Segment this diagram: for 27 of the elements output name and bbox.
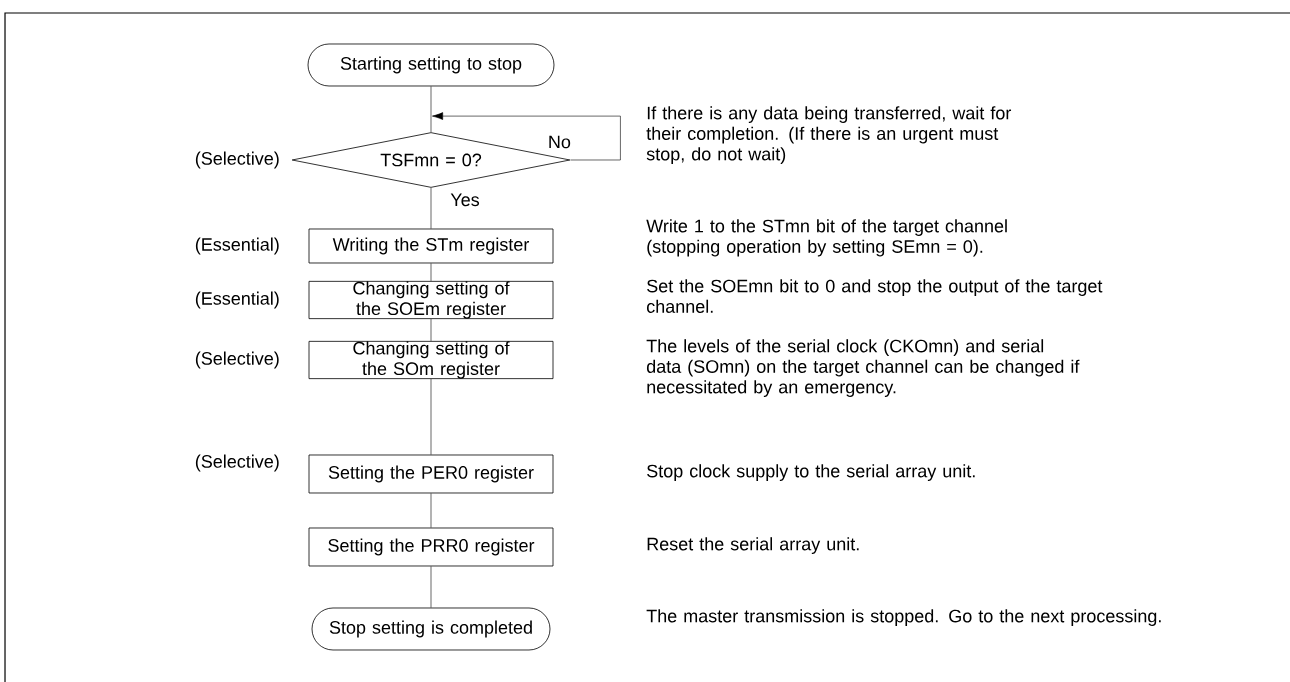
edge-label: No <box>546 134 572 150</box>
step-tag: (Selective) <box>195 151 279 169</box>
process-box: Setting the PER0 register <box>308 454 554 494</box>
connector-line <box>430 86 432 133</box>
process-box: Writing the STm register <box>308 228 554 264</box>
connector-line <box>430 187 432 229</box>
description-text: Stop clock supply to the serial array unit. <box>647 464 975 481</box>
process-box: Changing setting of the SOm register <box>308 340 554 380</box>
description-text: The master transmission is stopped. Go to the next processing. <box>646 609 1161 626</box>
step-tag: (Selective) <box>195 351 279 369</box>
description-text: Write 1 to the STmn bit of the target channel (stopping operation by setting SEmn = 0). <box>646 219 1007 257</box>
process-box: Changing setting of the SOEm register <box>308 280 554 320</box>
description-text: Reset the serial array unit. <box>647 537 859 554</box>
step-tag: (Essential) <box>195 237 279 255</box>
description-text: Set the SOEmn bit to 0 and stop the output of the target channel. <box>647 279 1103 313</box>
connector-line <box>430 263 432 282</box>
loop-arrow <box>432 112 621 161</box>
connector-line <box>430 493 432 528</box>
connector-line <box>430 566 432 608</box>
step-tag: (Essential) <box>195 291 279 309</box>
description-text: The levels of the serial clock (CKOmn) and serial data (SOmn) on the target channel can be changed if necessitated by an emergency. <box>646 339 1080 397</box>
step-tag: (Selective) <box>195 454 279 472</box>
edge-label: Yes <box>449 192 481 208</box>
process-box: Setting the PRR0 register <box>308 527 554 567</box>
connector-line <box>430 378 432 455</box>
connector-line <box>430 318 432 342</box>
description-text: If there is any data being transferred, wait for their completion. (If there is an urgent must stop, do not wait) <box>646 106 1012 164</box>
